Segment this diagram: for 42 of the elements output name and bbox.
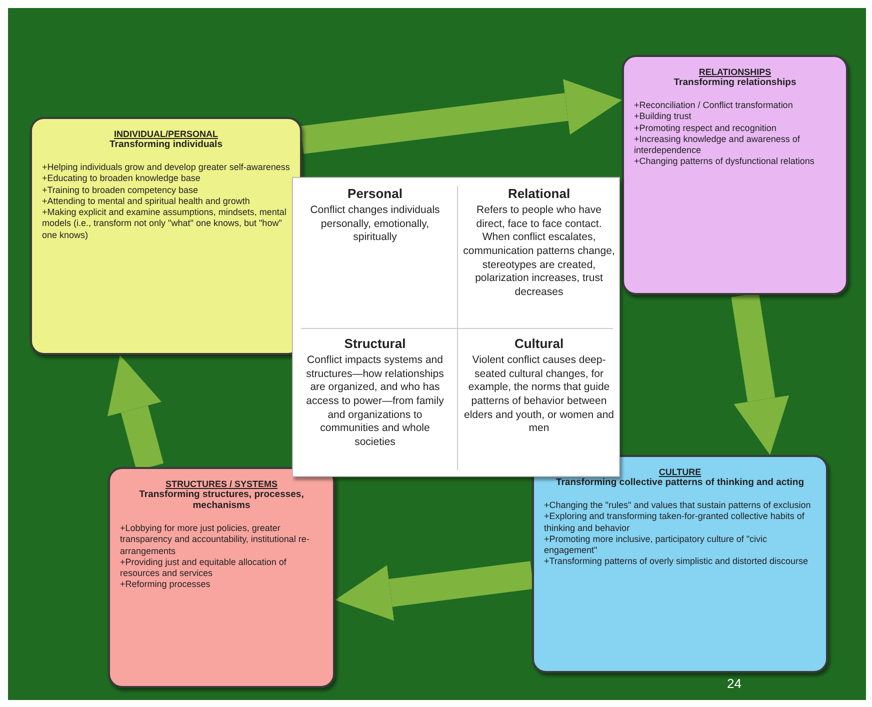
quadrant-title: Relational [506, 186, 572, 201]
bullet-item: +Promoting respect and recognition [634, 122, 778, 134]
bullet-item: +Exploring and transforming taken-for-granted collective habits of thinking and behavior [544, 511, 806, 534]
block-arrow [731, 292, 790, 455]
quadrant-description: Conflict impacts systems and structures—how relationships are organized, and who has access to power—from family and organizations to communities and whole societies [305, 354, 445, 450]
card-heading: INDIVIDUAL/PERSONAL [112, 129, 219, 139]
quadrant-panel [292, 177, 620, 477]
quadrant-description: Violent conflict causes deep-seated cultural changes, for example, the norms that guide patterns of behavior between elders and youth, or women and men [463, 354, 615, 436]
card-subtitle: Transforming relationships [672, 77, 798, 88]
block-arrow [300, 79, 622, 154]
bullet-item: +Reconciliation / Conflict transformation [634, 100, 794, 112]
category-card [108, 467, 335, 688]
card-subtitle: Transforming individuals [108, 139, 224, 150]
category-card [622, 55, 848, 295]
bullet-item: +Attending to mental and spiritual health and growth [42, 196, 251, 207]
bullet-item: +Promoting more inclusive, participatory culture of "civic engagement" [544, 534, 768, 556]
bullet-item: +Changing patterns of dysfunctional relations [634, 156, 816, 168]
card-heading: RELATIONSHIPS [698, 67, 772, 77]
card-subtitle: Transforming collective patterns of thinking and acting [554, 477, 806, 488]
bullet-item: +Training to broaden competency base [42, 184, 200, 196]
bullet-item: +Transforming patterns of overly simplistic and distorted discourse [544, 556, 810, 568]
page-number: 24 [727, 676, 742, 691]
bullet-item: +Building trust [634, 111, 692, 122]
bullet-item: +Changing the "rules" and values that sustain patterns of exclusion [544, 500, 812, 512]
bullet-item: +Educating to broaden knowledge base [42, 173, 202, 184]
quadrant-title: Cultural [513, 336, 565, 351]
category-card [532, 455, 828, 673]
quadrant-title: Personal [346, 186, 404, 201]
bullet-item: +Providing just and equitable allocation of resources and services [120, 556, 288, 580]
block-arrow [335, 561, 534, 621]
card-heading: STRUCTURES / SYSTEMS [164, 479, 278, 489]
quadrant-title: Structural [343, 336, 407, 351]
quadrant-description: Conflict changes individuals personally, emotionally, spiritually [309, 204, 441, 245]
bullet-item: +Helping individuals grow and develop greater self-awareness [42, 162, 290, 174]
quadrant-description: Refers to people who have direct, face to face contact. When conflict escalates, communication patterns change, stereotypes are created, polarization increases, trust decreases [463, 204, 615, 300]
bullet-item: +Lobbying for more just policies, greater transparency and accountability, institutional re-arrangements [120, 523, 310, 557]
card-heading: CULTURE [658, 467, 702, 477]
category-card [30, 117, 302, 355]
bullet-item: +Reforming processes [120, 579, 212, 590]
card-subtitle: Transforming structures, processes, mechanisms [138, 489, 305, 511]
bullet-item: +Increasing knowledge and awareness of interdependence [634, 134, 801, 156]
bullet-item: +Making explicit and examine assumptions, mindsets, mental models (i.e., transform not only "what" one knows, but "how" one knows) [42, 207, 288, 241]
